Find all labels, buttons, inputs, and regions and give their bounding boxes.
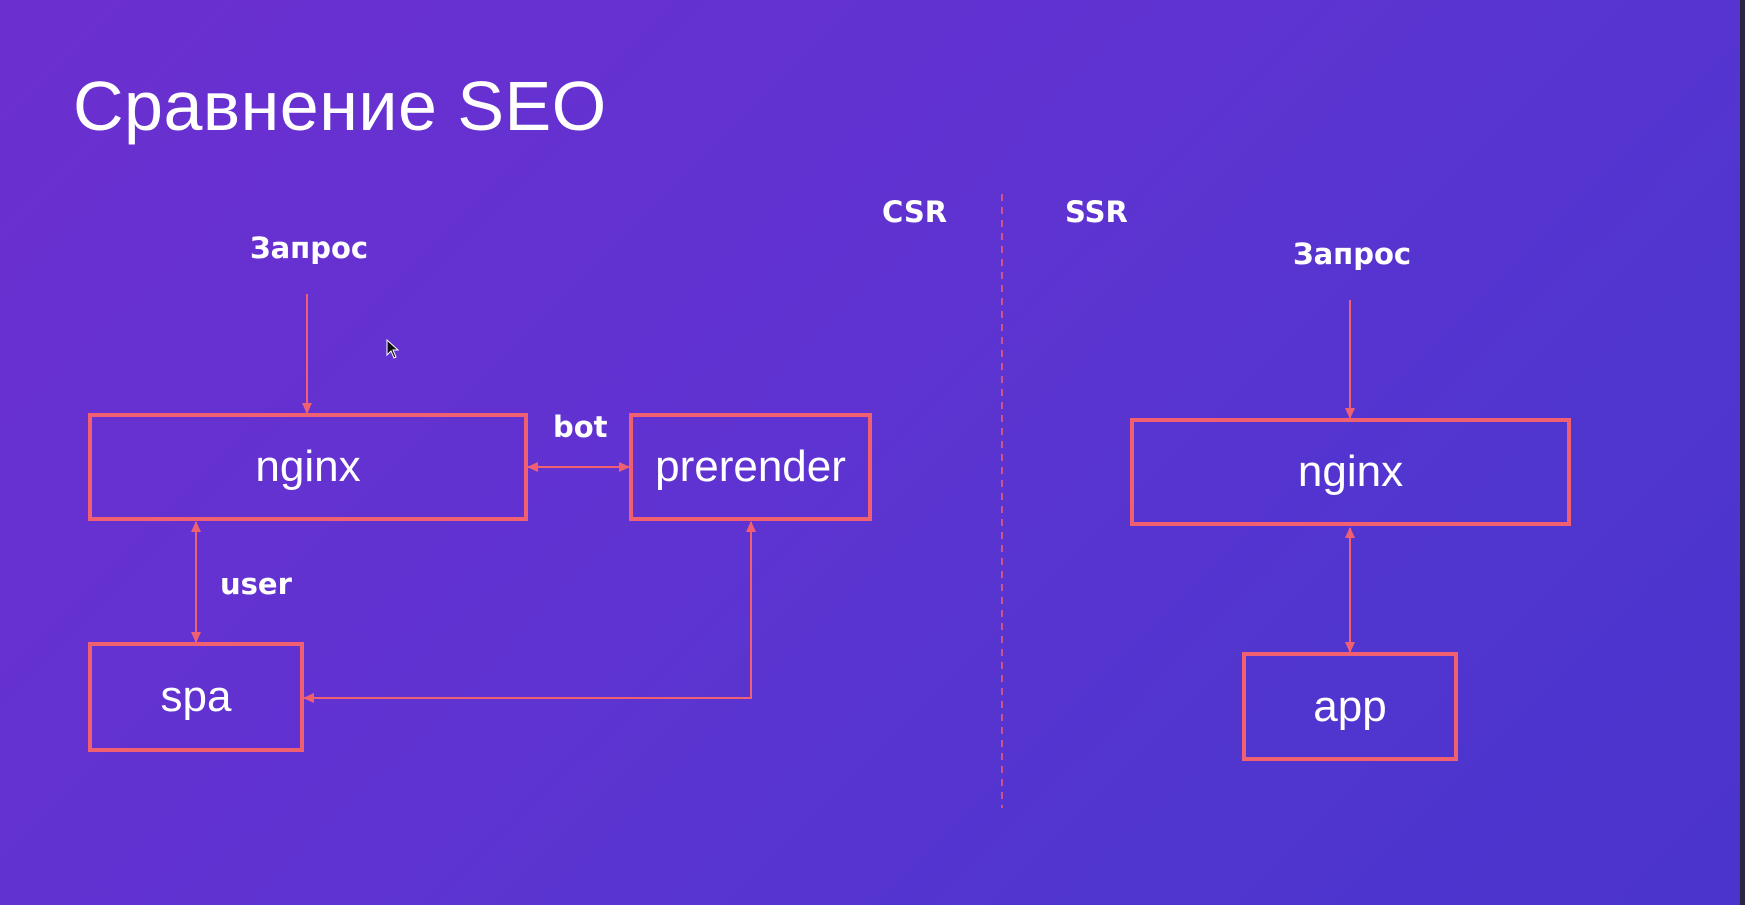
- csr-nginx-label: nginx: [255, 442, 361, 491]
- ssr-nginx-label: nginx: [1297, 447, 1404, 496]
- csr-heading: CSR: [882, 195, 948, 229]
- ssr-app-node: app: [1242, 652, 1458, 761]
- ssr-app-label: app: [1313, 681, 1387, 731]
- window-edge: [1740, 0, 1745, 905]
- slide-title: Сравнение SEO: [73, 67, 607, 145]
- csr-prerender-node: prerender: [629, 413, 872, 521]
- csr-bot-label: bot: [553, 410, 608, 444]
- ssr-heading: SSR: [1065, 195, 1128, 229]
- csr-spa-label: spa: [160, 672, 232, 721]
- csr-prerender-label: prerender: [655, 442, 846, 491]
- csr-nginx-node: nginx: [88, 413, 528, 521]
- mouse-pointer-icon: [386, 339, 400, 359]
- ssr-nginx-node: nginx: [1130, 418, 1571, 526]
- csr-user-label: user: [220, 567, 292, 601]
- csr-request-label: Запрос: [250, 231, 369, 265]
- csr-prerender-spa-arrow: [303, 521, 756, 703]
- ssr-request-label: Запрос: [1293, 237, 1412, 271]
- csr-spa-node: spa: [88, 642, 304, 752]
